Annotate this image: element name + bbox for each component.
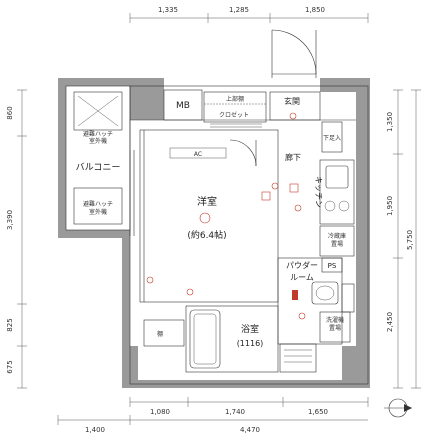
dim-right-2: 1,950 xyxy=(386,196,394,216)
genkan-label: 玄関 xyxy=(284,96,300,106)
balcony-label: バルコニー xyxy=(76,162,121,173)
closet-label: クロゼット xyxy=(219,111,249,119)
western-room-size: (約6.4帖) xyxy=(187,229,226,241)
bathroom-size: (1116) xyxy=(237,339,264,348)
western-room: AC 洋室 (約6.4帖) xyxy=(139,129,279,303)
fridge-label-1: 冷蔵庫 xyxy=(328,232,346,240)
washer-label-1: 洗濯機 xyxy=(326,316,344,324)
aircon-unit-label-bottom: 室外機 xyxy=(89,208,107,216)
dim-right-outer: 5,750 xyxy=(406,230,414,250)
bathroom: 浴室 (1116) xyxy=(185,305,317,373)
western-room-label: 洋室 xyxy=(197,195,217,208)
dim-left-1: 860 xyxy=(6,106,14,119)
bathroom-label: 浴室 xyxy=(241,323,259,335)
dim-left-2: 3,390 xyxy=(6,210,14,230)
dim-left-3: 825 xyxy=(6,318,14,331)
dim-bottom-1: 1,080 xyxy=(150,408,170,416)
fridge-label-2: 置場 xyxy=(331,240,343,248)
north-arrow-icon xyxy=(384,398,412,418)
mb-room: MB xyxy=(163,89,203,121)
ps-shaft: PS xyxy=(321,257,343,273)
dim-top-2: 1,285 xyxy=(229,6,249,14)
dim-bottom-2: 1,740 xyxy=(225,408,245,416)
mb-label: MB xyxy=(176,101,190,111)
dim-right-3: 2,450 xyxy=(386,312,394,332)
bottom-dimension-line: 1,080 1,740 1,650 1,400 4,470 xyxy=(57,397,369,434)
powder-label-1: パウダー xyxy=(286,260,318,270)
powder-room: パウダー ルーム 洗濯機 置場 xyxy=(277,257,355,345)
closet-upper-shelf-label: 上部棚 xyxy=(226,95,244,103)
powder-label-2: ルーム xyxy=(290,273,314,282)
shoe-box-label: 下足入 xyxy=(323,135,341,142)
corridor-label: 廊下 xyxy=(285,152,301,162)
dim-top-3: 1,850 xyxy=(305,6,325,14)
ps-label: PS xyxy=(328,262,337,270)
right-dimension-line: 1,350 1,950 2,450 5,750 xyxy=(386,89,421,389)
washer-label-2: 置場 xyxy=(329,324,341,332)
shelf-label: 棚 xyxy=(157,330,163,338)
dim-bottom-3: 1,650 xyxy=(308,408,328,416)
hatch-label-top: 避難ハッチ xyxy=(83,130,113,138)
hatch-label-bottom: 避難ハッチ xyxy=(83,200,113,208)
left-dimension-line: 860 3,390 825 675 xyxy=(6,89,27,389)
genkan: 玄関 下足入 xyxy=(269,29,343,153)
dim-bottom-outer-1: 1,400 xyxy=(85,426,105,434)
closet: 上部棚 クロゼット xyxy=(203,91,267,128)
top-dimension-line: 1,335 1,285 1,850 xyxy=(129,6,369,23)
dim-top-1: 1,335 xyxy=(158,6,178,14)
kitchen: キッチン 冷蔵庫 置場 xyxy=(314,159,355,257)
dim-bottom-outer-2: 4,470 xyxy=(240,426,260,434)
dim-left-4: 675 xyxy=(6,360,14,373)
balcony: 避難ハッチ 室外機 バルコニー 避難ハッチ 室外機 xyxy=(73,91,135,236)
corridor: 廊下 xyxy=(285,112,302,212)
aircon-unit-label-top: 室外機 xyxy=(89,137,107,145)
kitchen-label: キッチン xyxy=(314,176,323,208)
dim-right-1: 1,350 xyxy=(386,112,394,132)
shelf: 棚 xyxy=(143,319,185,347)
ac-label: AC xyxy=(194,151,202,158)
